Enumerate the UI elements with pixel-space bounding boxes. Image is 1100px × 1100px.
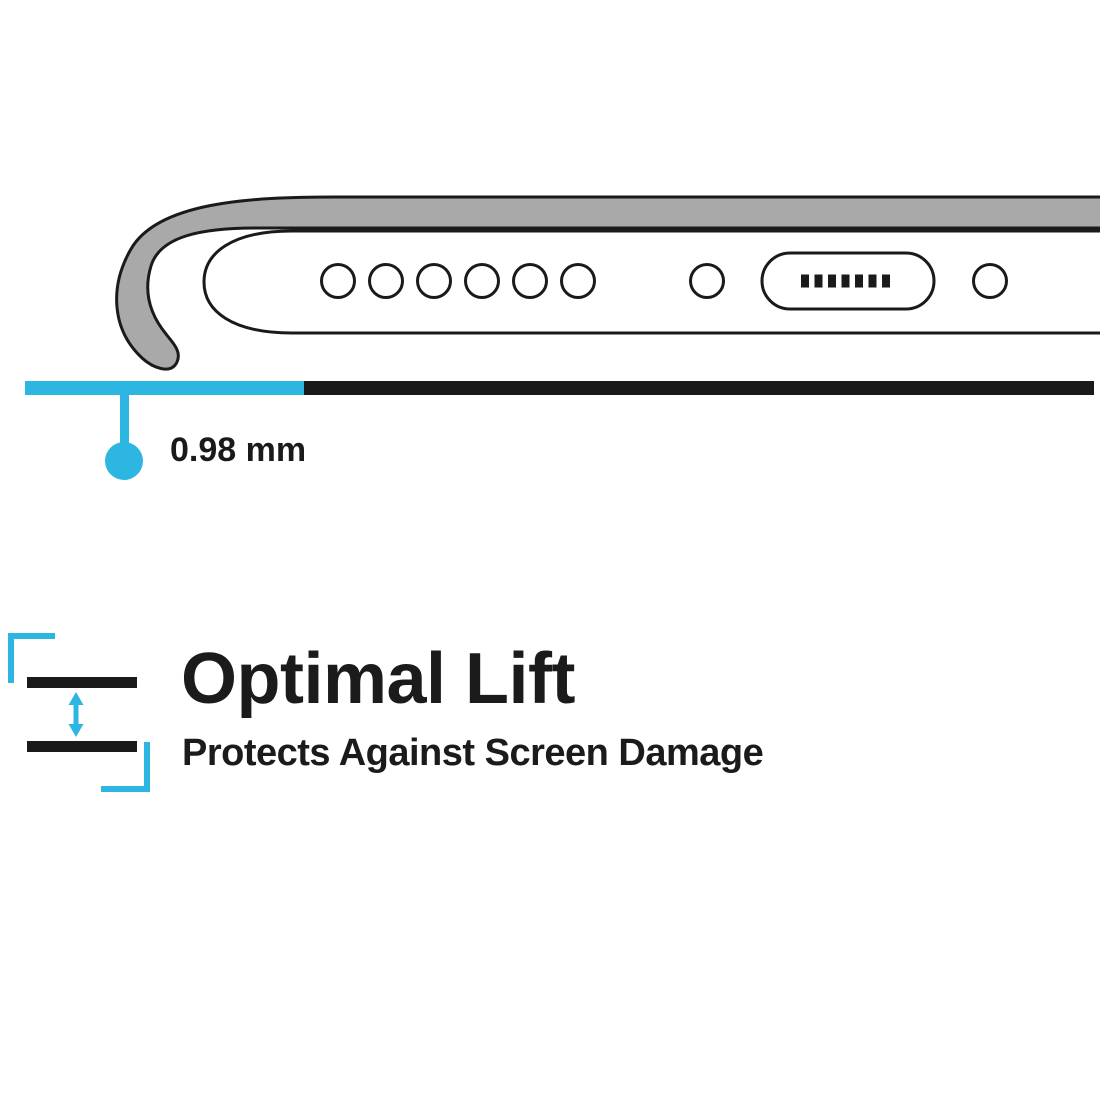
screw-hole-left bbox=[689, 263, 725, 299]
speaker-hole bbox=[368, 263, 404, 299]
speaker-hole bbox=[512, 263, 548, 299]
charging-port bbox=[760, 251, 936, 311]
measurement-indicator-dot bbox=[105, 442, 143, 480]
feature-subtitle: Protects Against Screen Damage bbox=[182, 732, 764, 774]
speaker-hole bbox=[320, 263, 356, 299]
measurement-label: 0.98 mm bbox=[170, 431, 306, 469]
lift-arrow-icon bbox=[68, 692, 84, 737]
lift-icon bbox=[8, 633, 150, 792]
speaker-hole bbox=[464, 263, 500, 299]
screen-bar-bottom bbox=[27, 741, 137, 752]
measurement-bar-accent bbox=[25, 381, 304, 395]
speaker-holes bbox=[320, 263, 596, 299]
screen-bar-top bbox=[27, 677, 137, 688]
speaker-hole bbox=[560, 263, 596, 299]
bracket-bottom-right bbox=[101, 742, 150, 792]
screw-hole-right bbox=[972, 263, 1008, 299]
feature-title: Optimal Lift bbox=[181, 639, 575, 719]
phone-case-illustration: 0.98 mm bbox=[25, 195, 1100, 480]
case-lip bbox=[115, 195, 1100, 371]
measurement-connector bbox=[120, 394, 129, 446]
measurement-bar-dark bbox=[304, 381, 1094, 395]
bracket-top-left bbox=[8, 633, 55, 683]
speaker-hole bbox=[416, 263, 452, 299]
